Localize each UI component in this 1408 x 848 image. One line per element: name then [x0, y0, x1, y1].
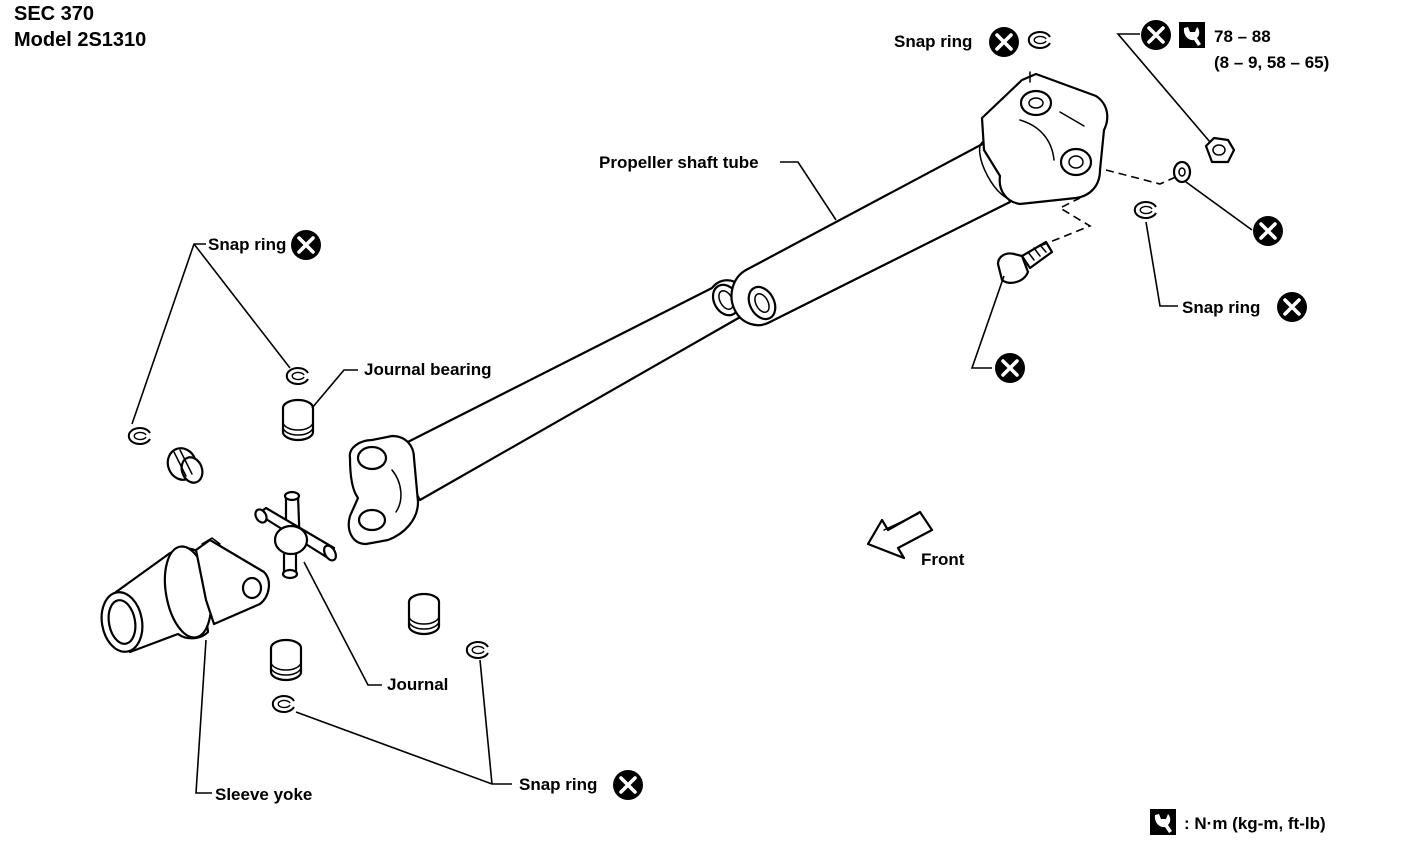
tube-yoke	[347, 434, 420, 546]
snap-ring-left	[127, 427, 151, 445]
front-direction-arrow	[866, 510, 934, 560]
snap-ring-rear-side	[1133, 201, 1157, 219]
legend-torque-units: : N·m (kg-m, ft-lb)	[1184, 814, 1326, 833]
bolt-alignment-line	[1039, 197, 1092, 247]
label-front: Front	[921, 550, 965, 569]
propeller-shaft-tube-front	[390, 279, 748, 502]
section-number: SEC 370	[14, 3, 94, 25]
flange-bolt	[996, 240, 1054, 284]
label-sleeve-yoke: Sleeve yoke	[215, 785, 312, 804]
label-snap-ring-rear-top: Snap ring	[894, 32, 972, 51]
do-not-reuse-icon	[1275, 290, 1309, 324]
do-not-reuse-icon	[611, 768, 645, 802]
torque-alt-units-value: (8 – 9, 58 – 65)	[1214, 53, 1329, 72]
label-snap-ring-rear-side: Snap ring	[1182, 298, 1260, 317]
do-not-reuse-icon	[1251, 214, 1285, 248]
journal-bearing-bottom	[269, 638, 303, 682]
label-journal-bearing: Journal bearing	[364, 360, 492, 379]
label-journal: Journal	[387, 675, 448, 694]
label-snap-ring-lower: Snap ring	[519, 775, 597, 794]
journal-bearing-top	[281, 398, 315, 442]
label-snap-ring-upper: Snap ring	[208, 235, 286, 254]
do-not-reuse-icon	[289, 228, 323, 262]
snap-ring-right	[465, 641, 489, 659]
do-not-reuse-icon	[1139, 18, 1173, 52]
do-not-reuse-icon	[987, 25, 1021, 59]
flange-yoke	[980, 71, 1109, 206]
journal-bearing-left	[166, 447, 204, 484]
torque-wrench-icon	[1150, 809, 1176, 835]
washer	[1172, 160, 1192, 184]
flange-nut	[1204, 136, 1236, 164]
nut-alignment-line	[1105, 169, 1179, 185]
torque-wrench-icon	[1179, 22, 1205, 48]
journal-bearing-right	[407, 592, 441, 636]
torque-nm-value: 78 – 88	[1214, 27, 1271, 46]
journal-cross	[254, 490, 337, 580]
snap-ring-rear-top	[1027, 31, 1051, 49]
snap-ring-upper	[285, 367, 309, 385]
sleeve-yoke-part	[100, 537, 270, 654]
leader-lines	[131, 33, 1253, 794]
do-not-reuse-icon	[993, 351, 1027, 385]
model-number: Model 2S1310	[14, 29, 146, 51]
propeller-shaft-tube-rear	[730, 138, 1018, 327]
snap-ring-lower	[271, 695, 295, 713]
label-propeller-shaft-tube: Propeller shaft tube	[599, 153, 759, 172]
